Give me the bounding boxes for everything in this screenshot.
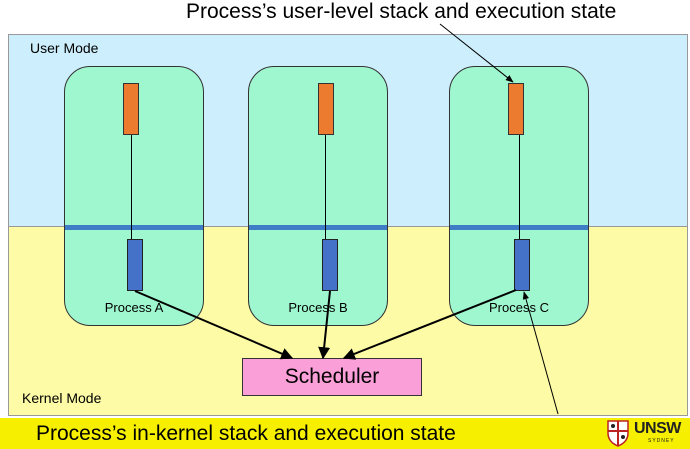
process-a-mode-boundary <box>65 225 203 230</box>
process-b-mode-boundary <box>249 225 387 230</box>
process-a-stack-link <box>131 135 132 239</box>
process-b-stack-link <box>325 135 326 239</box>
unsw-logo-text: UNSW <box>634 420 681 437</box>
kernel-stack-caption: Process’s in-kernel stack and execution … <box>36 422 456 445</box>
user-stack-caption: Process’s user-level stack and execution… <box>186 0 617 23</box>
process-b-user-stack <box>318 83 334 135</box>
process-c-user-stack <box>508 83 524 135</box>
process-b-label: Process B <box>288 300 348 315</box>
scheduler-box: Scheduler <box>242 358 422 396</box>
process-c-label: Process C <box>489 300 549 315</box>
user-mode-label: User Mode <box>30 40 99 56</box>
process-b-kernel-stack <box>322 239 338 291</box>
process-a-user-stack <box>123 83 139 135</box>
bottom-caption-bar <box>0 418 690 449</box>
process-a-kernel-stack <box>127 239 143 291</box>
shield-icon <box>607 420 629 447</box>
process-c-stack-link <box>519 135 520 239</box>
unsw-logo: UNSW SYDNEY <box>606 418 690 448</box>
kernel-mode-label: Kernel Mode <box>22 390 102 406</box>
unsw-logo-subtext: SYDNEY <box>648 438 675 444</box>
process-c-kernel-stack <box>514 239 530 291</box>
process-a-label: Process A <box>104 300 164 315</box>
